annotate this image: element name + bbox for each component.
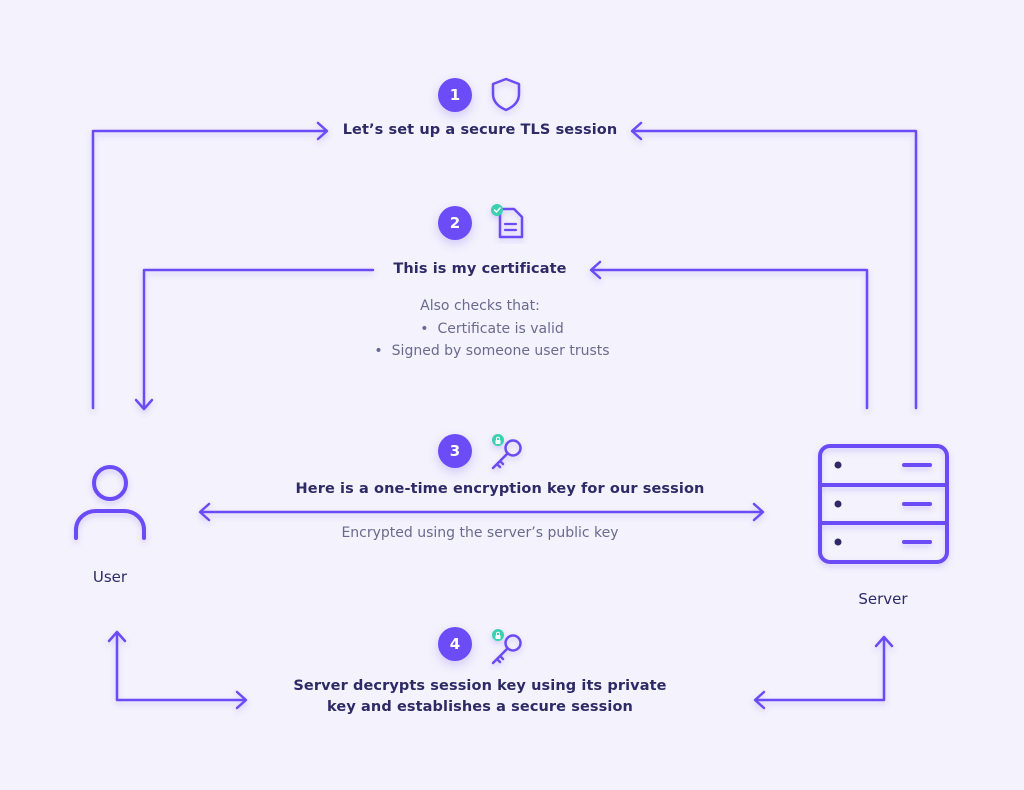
step2-right-connector — [590, 268, 869, 410]
step2-left-connector — [142, 268, 375, 410]
shield-icon — [491, 77, 521, 112]
step-2-title: This is my certificate — [393, 261, 567, 277]
step-1-badge: 1 — [438, 78, 472, 112]
step4-right-up-arrowhead — [874, 635, 894, 648]
step2-right-arrowhead — [589, 260, 602, 280]
check-item: Certificate is valid — [362, 318, 622, 340]
key-icon-step4 — [491, 629, 522, 665]
step-3-subtitle: Encrypted using the server’s public key — [341, 525, 619, 541]
check-item: Signed by someone user trusts — [362, 340, 622, 362]
step4-left-right-arrowhead — [235, 690, 248, 710]
server-led-1 — [834, 461, 842, 469]
step-1-title: Let’s set up a secure TLS session — [342, 122, 618, 138]
step4-right-left-arrowhead — [753, 690, 766, 710]
server-icon — [818, 444, 949, 564]
step3-right-arrowhead — [752, 502, 765, 522]
step1-left-arrowhead — [316, 121, 329, 141]
server-led-3 — [834, 538, 842, 546]
server-led-2 — [834, 500, 842, 508]
step4-right-connector — [754, 636, 886, 702]
step-2-subtitle: Also checks that: — [420, 298, 540, 314]
certificate-icon — [491, 204, 524, 239]
step2-left-arrowhead — [134, 398, 154, 411]
user-icon — [74, 465, 146, 540]
certificate-checks-list: Certificate is valid Signed by someone u… — [362, 318, 622, 362]
step4-left-connector — [115, 631, 247, 702]
key-icon-step3 — [491, 434, 522, 470]
step3-left-arrowhead — [198, 502, 211, 522]
user-label: User — [92, 568, 128, 586]
step-4-title-line2: key and establishes a secure session — [327, 699, 633, 715]
step1-right-connector — [631, 129, 918, 410]
step-2-badge: 2 — [438, 206, 472, 240]
server-label: Server — [858, 590, 908, 608]
step4-left-up-arrowhead — [107, 630, 127, 643]
step1-right-arrowhead — [630, 121, 643, 141]
step-4-title-line1: Server decrypts session key using its pr… — [293, 678, 667, 694]
step-4-badge: 4 — [438, 627, 472, 661]
step-3-title: Here is a one-time encryption key for ou… — [295, 481, 705, 497]
step-3-badge: 3 — [438, 434, 472, 468]
step1-left-connector — [91, 129, 328, 410]
